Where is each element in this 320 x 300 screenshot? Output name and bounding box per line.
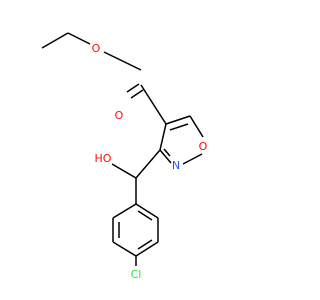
bond-ch2-o [67, 32, 91, 45]
structure-canvas: O O HO O N Cl [41, 32, 208, 281]
bond-ar-inner-c [137, 210, 153, 221]
bond-c3-chOH [135, 149, 161, 179]
bond-o-carbonyl [103, 51, 142, 71]
bond-carbonyl-double-b [130, 89, 144, 99]
bond-ar-3-4 [112, 241, 137, 257]
bond-ar-6-1 [135, 203, 159, 219]
atom-cl: Cl [131, 268, 142, 281]
bond-chOH-o [111, 163, 137, 179]
atom-o-hydroxyl: HO [95, 152, 112, 165]
bond-ring-c4-c5-inner [169, 123, 189, 131]
molecule-drawing: O O HO O N Cl [41, 32, 208, 281]
atom-n-ring: N [172, 159, 180, 172]
atom-o-ring: O [199, 140, 208, 153]
bond-ar-1-2 [112, 203, 137, 219]
bond-ring-n-c3-inner [163, 148, 171, 157]
bond-ar-4-5 [135, 241, 159, 257]
bonds [41, 32, 204, 266]
bond-carbonyl-ring [140, 84, 167, 125]
bond-ring-c4-c5 [165, 115, 191, 125]
bond-carbonyl-double-a [126, 83, 140, 93]
bond-ring-o-n [182, 153, 203, 165]
atom-o-carbonyl: O [115, 109, 124, 122]
atom-o-ester-ether: O [92, 42, 101, 55]
bond-ch3-ch2 [41, 32, 69, 49]
bond-ring-n-c3 [159, 149, 172, 164]
bond-ar-inner-b [137, 239, 153, 250]
bond-ring-c3-c4 [159, 123, 167, 151]
atom-labels: O O HO O N Cl [92, 42, 208, 281]
bond-ring-c5-o [189, 115, 204, 138]
